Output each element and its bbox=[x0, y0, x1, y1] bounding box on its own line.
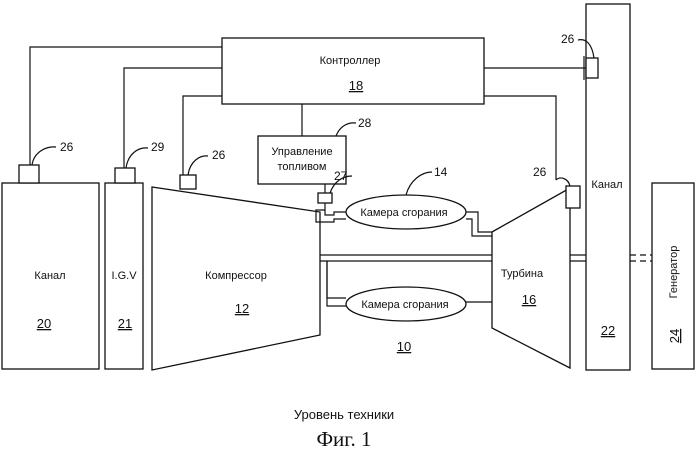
fuel-control-block: Управление топливом 28 27 bbox=[258, 116, 372, 203]
channel-right-number: 22 bbox=[601, 323, 615, 338]
controller-block: Контроллер 18 bbox=[222, 38, 484, 104]
controller-label: Контроллер bbox=[320, 55, 381, 67]
figure-title: Фиг. 1 bbox=[316, 427, 371, 451]
turbine-number: 16 bbox=[522, 292, 536, 307]
compressor-number: 12 bbox=[235, 301, 249, 316]
igv-label: I.G.V bbox=[111, 270, 137, 282]
combustion-system-ref: 10 bbox=[397, 339, 411, 354]
combustor-bottom-block: Камера сгорания bbox=[346, 287, 466, 321]
combustor-top-label: Камера сгорания bbox=[360, 207, 447, 219]
generator-label: Генератор bbox=[668, 246, 680, 299]
sensor-igv-ref: 29 bbox=[151, 140, 165, 154]
channel-left-block: Канал 20 26 bbox=[2, 140, 99, 369]
combustor-top-ref: 14 bbox=[434, 165, 448, 179]
fuel-control-line2: топливом bbox=[278, 161, 327, 173]
generator-number: 24 bbox=[667, 329, 682, 343]
igv-number: 21 bbox=[118, 316, 132, 331]
sensor-left-ref: 26 bbox=[60, 140, 74, 154]
controller-number: 18 bbox=[349, 78, 363, 93]
fuel-control-line1: Управление bbox=[271, 146, 332, 158]
combustor-bottom-label: Камера сгорания bbox=[361, 299, 448, 311]
channel-left-number: 20 bbox=[37, 316, 51, 331]
channel-left-label: Канал bbox=[34, 270, 65, 282]
caption: Уровень техники bbox=[294, 407, 394, 422]
sensor-duct bbox=[586, 58, 598, 78]
sensor-turbine bbox=[566, 186, 580, 208]
fuel-valve bbox=[318, 193, 332, 203]
sensor-igv bbox=[115, 168, 135, 183]
sensor-duct-ref: 26 bbox=[561, 32, 575, 46]
combustor-top-block: Камера сгорания 14 bbox=[346, 165, 466, 229]
fuel-valve-ref: 27 bbox=[334, 169, 348, 183]
generator-block: Генератор 24 bbox=[652, 183, 694, 369]
channel-right-label: Канал bbox=[591, 179, 622, 191]
compressor-label: Компрессор bbox=[205, 270, 267, 282]
sensor-compressor bbox=[180, 175, 196, 189]
turbine-block: Турбина 16 26 bbox=[492, 165, 580, 368]
sensor-compressor-ref: 26 bbox=[212, 148, 226, 162]
fuel-control-ref: 28 bbox=[358, 116, 372, 130]
turbine-label: Турбина bbox=[501, 268, 544, 280]
sensor-left bbox=[19, 165, 39, 183]
sensor-turbine-ref: 26 bbox=[533, 165, 547, 179]
